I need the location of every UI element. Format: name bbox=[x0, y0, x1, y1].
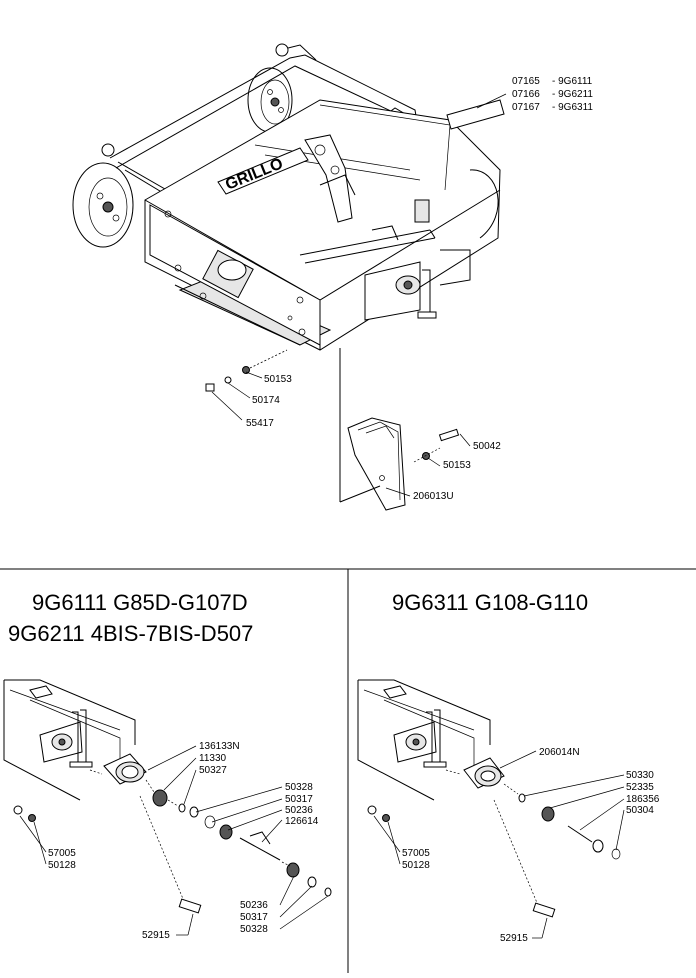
left-panel-title-line2: 9G6211 4BIS-7BIS-D507 bbox=[8, 621, 253, 646]
left-callout-52915: 52915 bbox=[142, 930, 170, 941]
right-panel-title: 9G6311 G108-G110 bbox=[392, 590, 588, 615]
callout-50153-a: 50153 bbox=[264, 374, 292, 385]
left-callout-50317-b: 50317 bbox=[240, 912, 268, 923]
left-callout-50317-a: 50317 bbox=[285, 794, 313, 805]
right-detail-panel: 9G6311 G108-G110 bbox=[357, 590, 660, 944]
right-callout-50128: 50128 bbox=[402, 860, 430, 871]
gearbox-support bbox=[364, 249, 471, 321]
rear-wheel bbox=[247, 67, 293, 133]
left-callout-50328-a: 50328 bbox=[285, 782, 313, 793]
callout-50153-b: 50153 bbox=[443, 460, 471, 471]
left-leaders bbox=[147, 745, 329, 930]
left-callout-136133n: 136133N bbox=[199, 741, 240, 752]
callout-55417: 55417 bbox=[246, 418, 274, 429]
right-exploded-shaft bbox=[445, 757, 621, 860]
label-code-07165: 07165 bbox=[512, 76, 540, 87]
callout-50174: 50174 bbox=[252, 395, 280, 406]
right-callout-50330: 50330 bbox=[626, 770, 654, 781]
left-callout-50128: 50128 bbox=[48, 860, 76, 871]
left-callout-11330: 11330 bbox=[199, 753, 227, 764]
label-model-9g6111: - 9G6111 bbox=[552, 76, 593, 87]
right-callout-52335: 52335 bbox=[626, 782, 654, 793]
side-plate bbox=[149, 204, 321, 346]
left-callout-57005: 57005 bbox=[48, 848, 76, 859]
label-model-9g6311: - 9G6311 bbox=[552, 102, 593, 113]
left-callout-126614: 126614 bbox=[285, 816, 319, 827]
right-callout-186356: 186356 bbox=[626, 794, 660, 805]
left-exploded-shaft bbox=[89, 753, 332, 897]
decal-label bbox=[446, 93, 507, 130]
right-callout-50304: 50304 bbox=[626, 805, 654, 816]
fastener-group-a bbox=[205, 349, 288, 421]
left-callout-50328-b: 50328 bbox=[240, 924, 268, 935]
right-callout-52915: 52915 bbox=[500, 933, 528, 944]
right-callout-206014n: 206014N bbox=[539, 747, 580, 758]
left-bolt-52915 bbox=[139, 795, 202, 936]
callout-50042: 50042 bbox=[473, 441, 501, 452]
left-panel-title-line1: 9G6111 G85D-G107D bbox=[32, 590, 248, 615]
right-housing-cutaway bbox=[357, 679, 491, 801]
right-bolt-52915 bbox=[493, 799, 556, 939]
deflector-plate bbox=[339, 348, 471, 511]
left-callout-50236-a: 50236 bbox=[285, 805, 313, 816]
machine-assembly-drawing: GRILLO 07165 - 9G6111 07166 - 9G6 bbox=[72, 43, 593, 511]
label-model-9g6211: - 9G6211 bbox=[552, 89, 593, 100]
pto-bracket bbox=[304, 134, 430, 241]
left-fasteners bbox=[13, 805, 47, 865]
right-leaders bbox=[499, 750, 625, 851]
front-wheel bbox=[72, 162, 134, 248]
label-code-07167: 07167 bbox=[512, 102, 540, 113]
left-detail-panel: 9G6111 G85D-G107D 9G6211 4BIS-7BIS-D507 bbox=[3, 590, 332, 941]
left-callout-50327: 50327 bbox=[199, 765, 227, 776]
callout-206013u: 206013U bbox=[413, 491, 454, 502]
label-code-07166: 07166 bbox=[512, 89, 540, 100]
right-fasteners bbox=[367, 805, 401, 865]
left-housing-cutaway bbox=[3, 679, 136, 801]
right-callout-57005: 57005 bbox=[402, 848, 430, 859]
left-callout-50236-b: 50236 bbox=[240, 900, 268, 911]
